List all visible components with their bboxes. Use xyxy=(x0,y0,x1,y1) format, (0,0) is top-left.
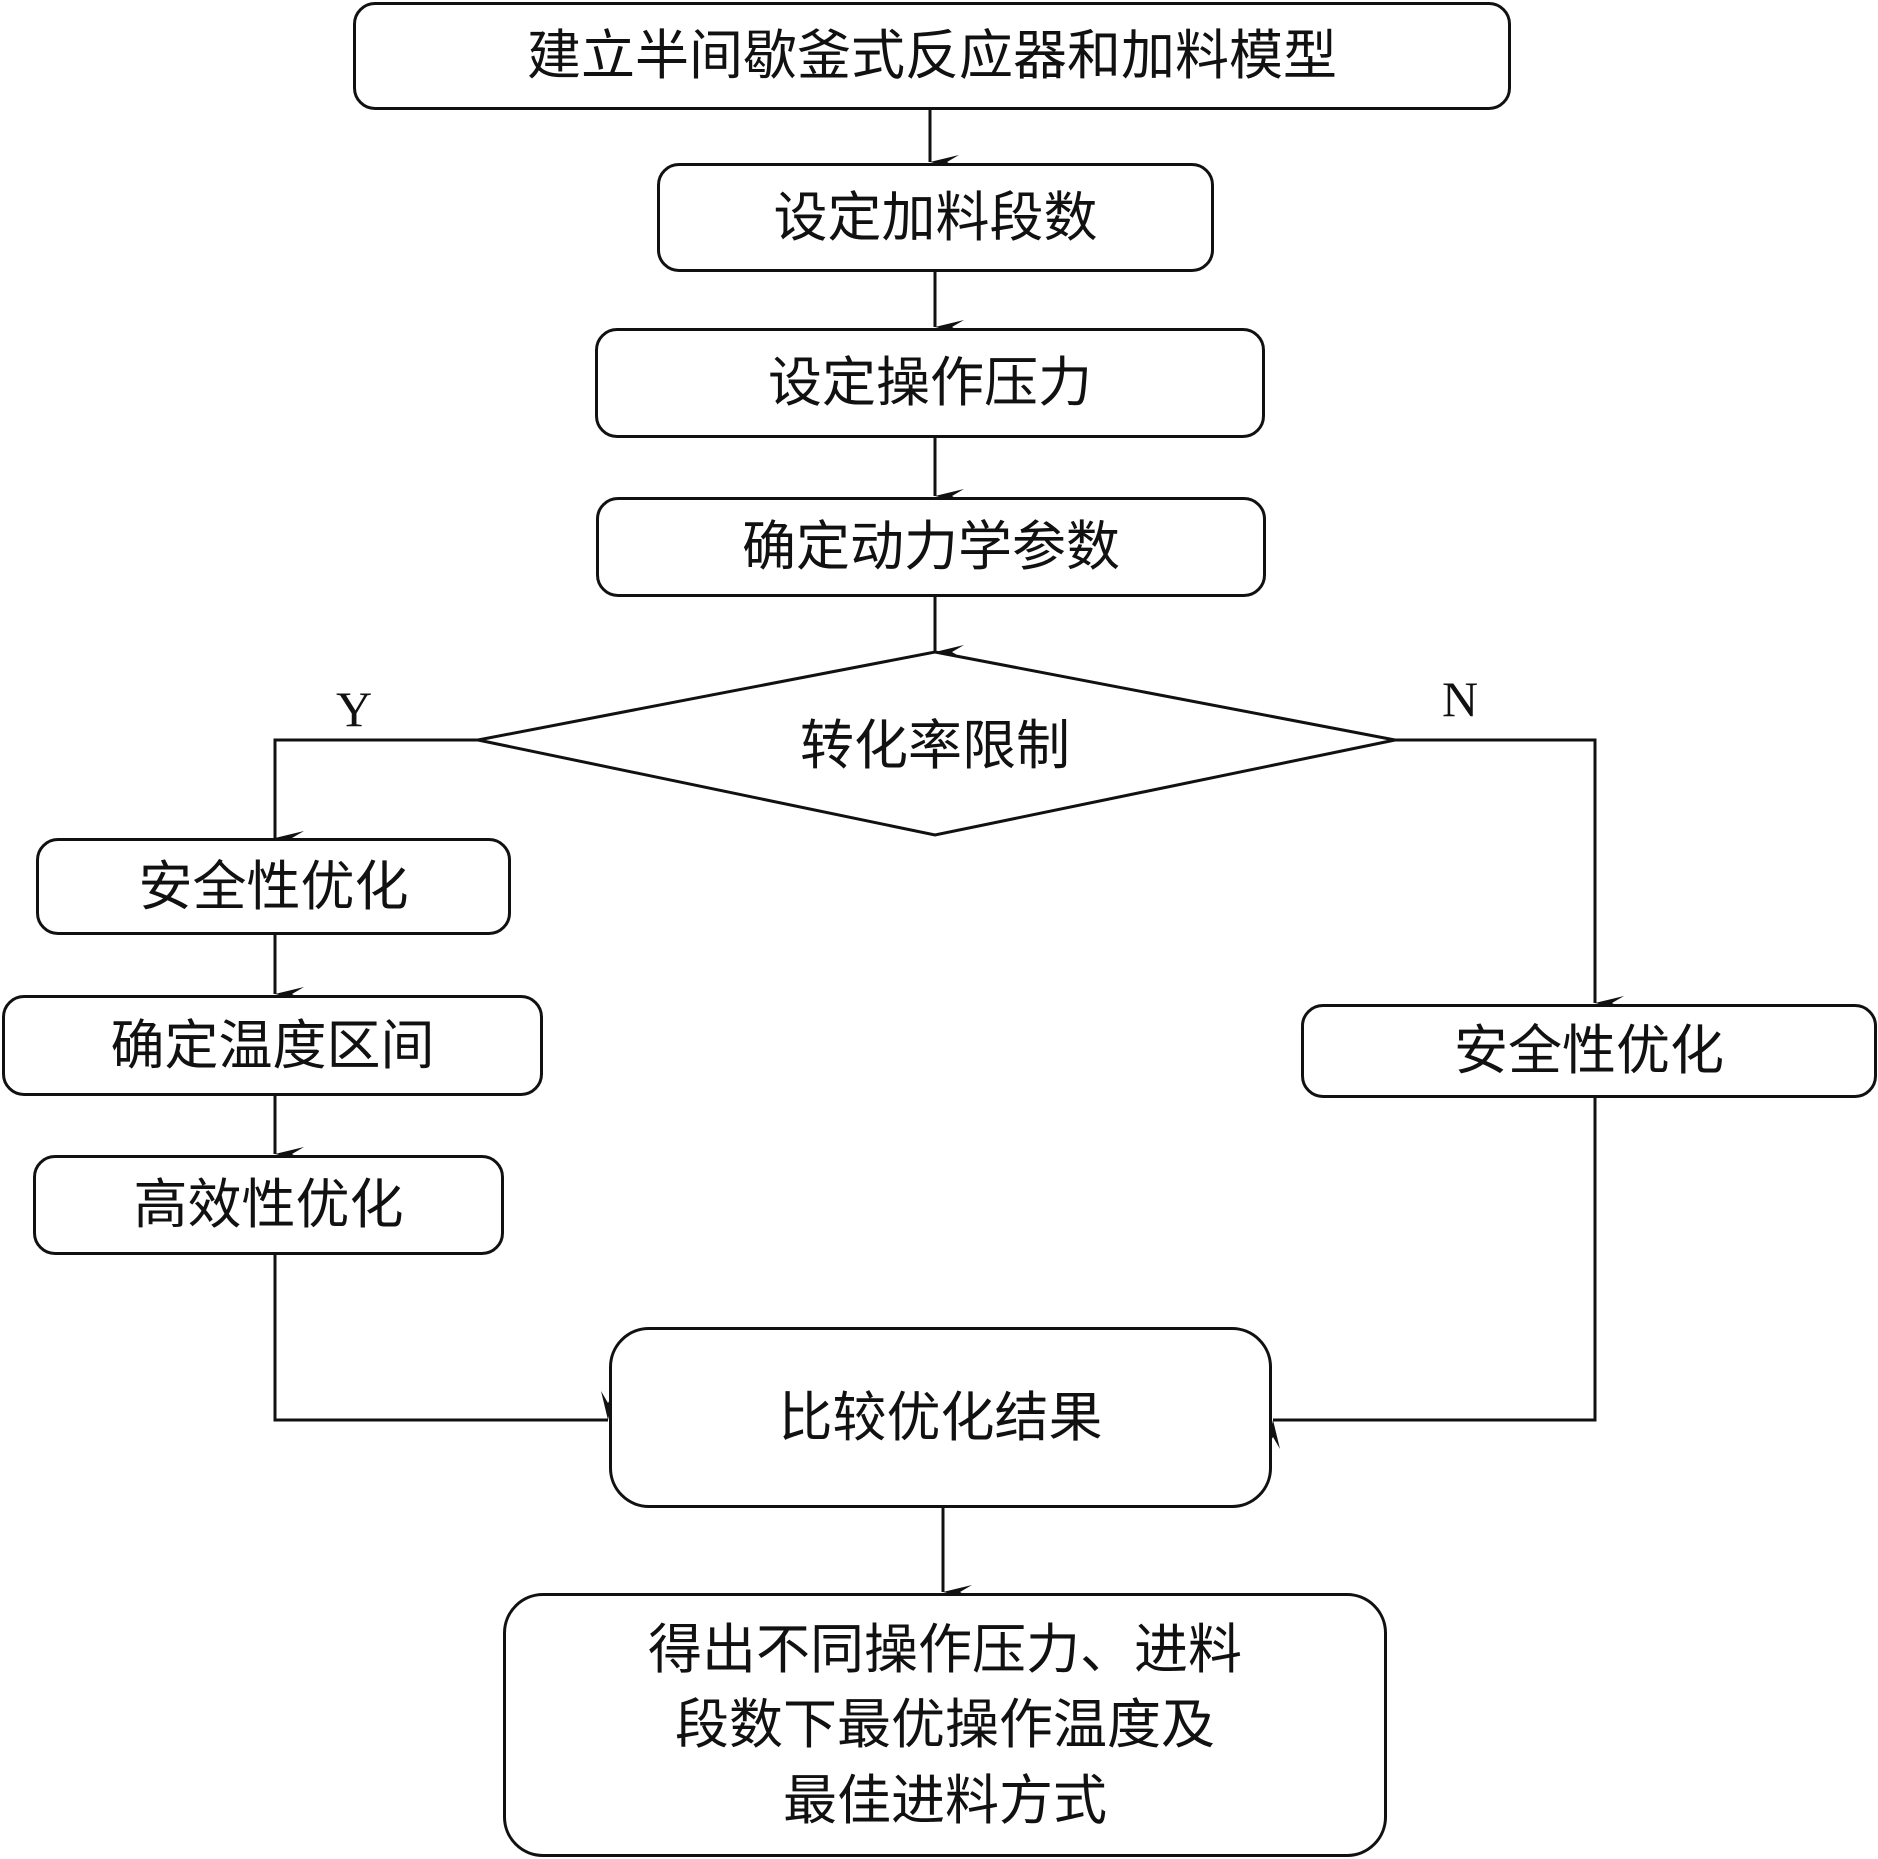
step-temp-range-label: 确定温度区间 xyxy=(110,1013,435,1077)
step-safety-right-label: 安全性优化 xyxy=(1454,1019,1724,1083)
step-build-model: 建立半间歇釜式反应器和加料模型 xyxy=(353,2,1511,110)
step-result-line3: 最佳进料方式 xyxy=(783,1768,1107,1832)
step-result-line1: 得出不同操作压力、进料 xyxy=(648,1617,1242,1681)
step-compare-label: 比较优化结果 xyxy=(778,1385,1103,1449)
arrow-no-branch xyxy=(1395,738,1624,1010)
arrow-safety-right-to-compare xyxy=(1266,1098,1597,1449)
step-compare: 比较优化结果 xyxy=(609,1327,1272,1508)
step-set-pressure-label: 设定操作压力 xyxy=(768,351,1092,415)
step-temp-range: 确定温度区间 xyxy=(2,995,543,1096)
step-kinetics: 确定动力学参数 xyxy=(596,497,1266,597)
step-safety-left: 安全性优化 xyxy=(36,838,511,935)
step-set-stages-label: 设定加料段数 xyxy=(773,185,1098,249)
step-set-stages: 设定加料段数 xyxy=(657,163,1214,272)
branch-yes-label: Y xyxy=(336,681,373,737)
step-safety-right: 安全性优化 xyxy=(1301,1004,1877,1098)
branch-no-label: N xyxy=(1442,671,1479,727)
step-efficiency: 高效性优化 xyxy=(33,1155,504,1255)
decision-text: 转化率限制 xyxy=(800,713,1070,777)
step-set-pressure: 设定操作压力 xyxy=(595,328,1265,438)
arrow-yes-branch xyxy=(273,738,478,845)
decision-diamond xyxy=(477,650,1396,837)
step-build-model-label: 建立半间歇釜式反应器和加料模型 xyxy=(527,24,1337,88)
step-result-line2: 段数下最优操作温度及 xyxy=(675,1693,1215,1757)
step-efficiency-label: 高效性优化 xyxy=(133,1173,404,1237)
arrow-efficiency-to-compare xyxy=(273,1255,615,1422)
step-kinetics-label: 确定动力学参数 xyxy=(742,515,1120,579)
step-safety-left-label: 安全性优化 xyxy=(138,854,409,918)
decision-label: 转化率限制 xyxy=(700,700,1170,780)
step-result: 得出不同操作压力、进料 段数下最优操作温度及 最佳进料方式 xyxy=(503,1593,1387,1857)
